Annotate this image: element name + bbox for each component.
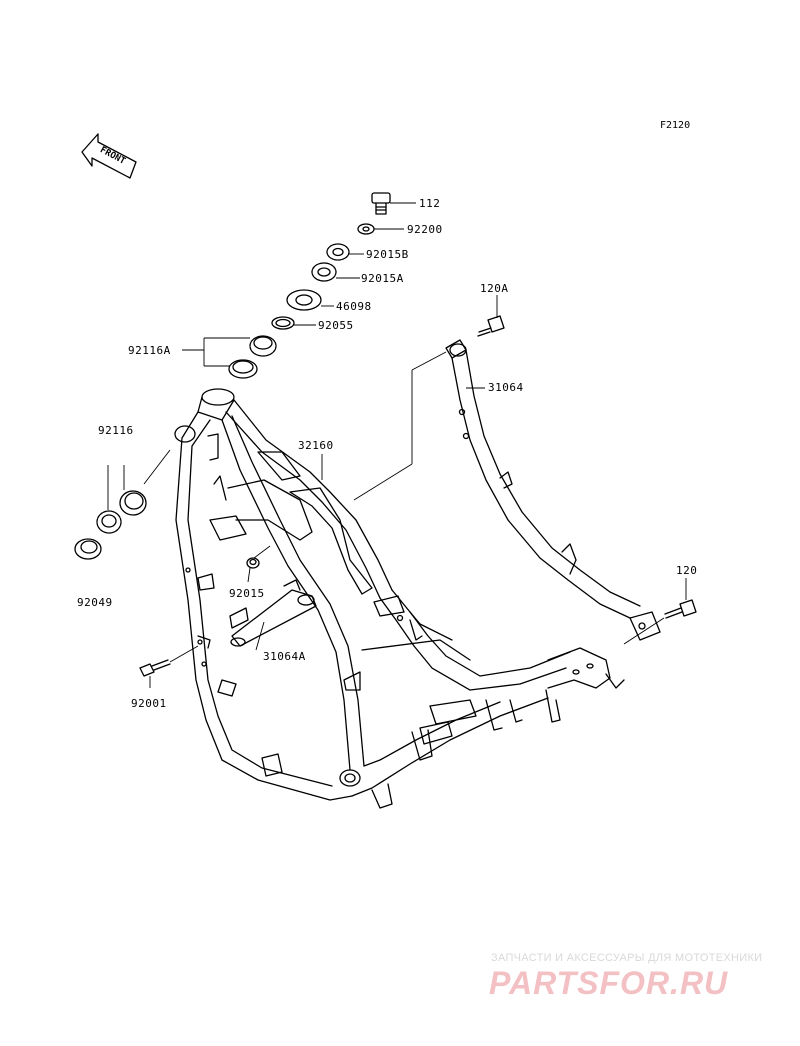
nut-92015-icon xyxy=(246,557,260,569)
front-arrow-icon: FRONT xyxy=(81,133,137,179)
part-label-92200[interactable]: 92200 xyxy=(407,223,443,236)
leader-lines xyxy=(107,202,687,688)
seal-92049-icon xyxy=(74,538,102,560)
figure-code: F2120 xyxy=(660,120,691,131)
part-label-112[interactable]: 112 xyxy=(419,197,441,210)
part-label-31064A[interactable]: 31064A xyxy=(263,650,306,663)
part-label-92015[interactable]: 92015 xyxy=(229,587,265,600)
main-frame-32160 xyxy=(175,399,625,809)
race-lower-icon xyxy=(119,490,147,516)
part-label-92055[interactable]: 92055 xyxy=(318,319,354,332)
nut-92015A-icon xyxy=(311,262,337,282)
bolt-120-icon xyxy=(664,599,697,619)
part-label-120[interactable]: 120 xyxy=(676,564,698,577)
part-label-92116A[interactable]: 92116A xyxy=(128,344,171,357)
nut-92015B-icon xyxy=(326,243,350,261)
head-pipe xyxy=(174,388,235,443)
part-label-92015A[interactable]: 92015A xyxy=(361,272,404,285)
part-label-92049[interactable]: 92049 xyxy=(77,596,113,609)
seal-92055-icon xyxy=(271,316,295,330)
bolt-112-icon xyxy=(371,192,391,215)
down-tube-31064A xyxy=(229,579,317,647)
bearing-92116A-icon xyxy=(249,335,277,357)
steering-stem-parts xyxy=(228,192,391,379)
race-upper-icon xyxy=(228,359,258,379)
part-label-92116[interactable]: 92116 xyxy=(98,424,134,437)
watermark-logo: PARTSFOR.RU xyxy=(489,965,729,1001)
bolt-92001-icon xyxy=(139,659,171,677)
washer-92200-icon xyxy=(357,223,375,235)
part-label-32160[interactable]: 32160 xyxy=(298,439,334,452)
cap-46098-icon xyxy=(286,289,322,311)
bearing-92116-icon xyxy=(96,510,122,534)
part-label-31064[interactable]: 31064 xyxy=(488,381,524,394)
part-label-92001[interactable]: 92001 xyxy=(131,697,167,710)
part-label-120A[interactable]: 120A xyxy=(480,282,509,295)
part-label-46098[interactable]: 46098 xyxy=(336,300,372,313)
lower-bearing-parts xyxy=(74,490,147,560)
part-label-92015B[interactable]: 92015B xyxy=(366,248,409,261)
seat-rail-31064 xyxy=(445,339,661,641)
bolt-120A-icon xyxy=(477,315,505,337)
watermark-caption: ЗАПЧАСТИ И АКСЕССУАРЫ ДЛЯ МОТОТЕХНИКИ xyxy=(491,952,763,964)
